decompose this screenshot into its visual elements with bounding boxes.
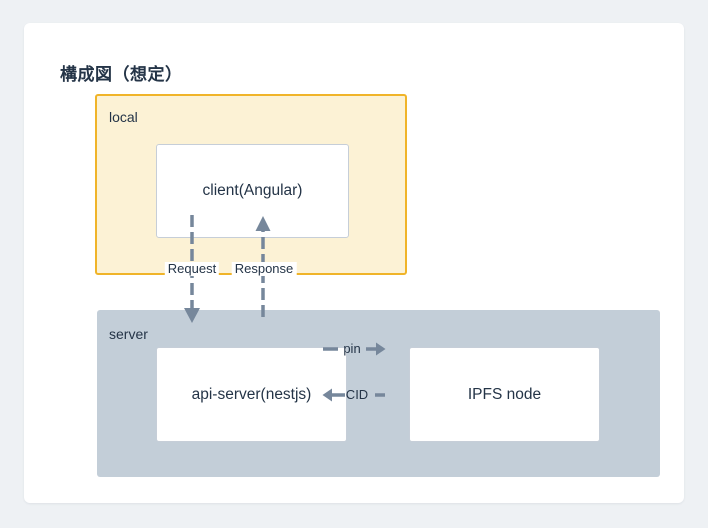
diagram-card: 構成図（想定） local client(Angular) server api… (24, 23, 684, 503)
ipfs-node: IPFS node (409, 347, 600, 442)
api-server-node-label: api-server(nestjs) (191, 385, 312, 403)
server-group-label: server (109, 326, 148, 342)
request-edge-label: Request (164, 261, 220, 277)
server-group-box: server api-server(nestjs) IPFS node (97, 310, 660, 477)
pin-edge-label: pin (343, 341, 361, 356)
ipfs-node-label: IPFS node (467, 385, 542, 403)
local-group-label: local (109, 109, 138, 125)
diagram-title: 構成図（想定） (60, 65, 183, 84)
client-node: client(Angular) (156, 144, 349, 238)
cid-edge-label: CID (345, 387, 369, 402)
local-group-box: local client(Angular) (95, 94, 407, 275)
client-node-label: client(Angular) (202, 182, 303, 199)
api-server-node: api-server(nestjs) (156, 347, 347, 442)
response-edge-label: Response (231, 261, 297, 277)
